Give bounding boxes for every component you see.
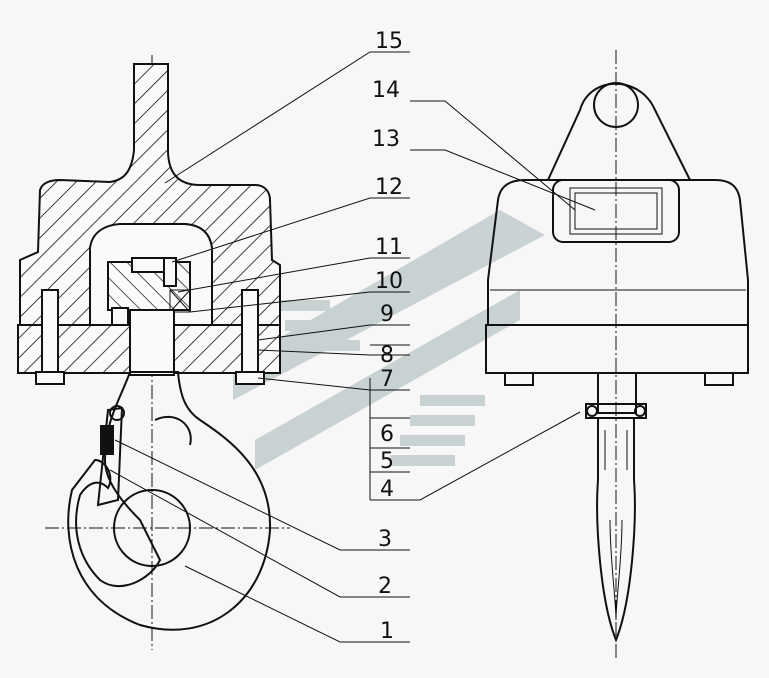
part-label-8: 8 xyxy=(380,343,394,368)
part-label-2: 2 xyxy=(378,574,392,599)
part-label-11: 11 xyxy=(375,235,403,260)
part-label-4: 4 xyxy=(380,477,394,502)
part-label-13: 13 xyxy=(372,127,400,152)
leader-lines xyxy=(109,51,596,643)
part-labels: 15 14 13 12 11 10 9 8 7 6 5 4 3 2 1 xyxy=(372,29,403,644)
part-label-6: 6 xyxy=(380,422,394,447)
right-elevation-view xyxy=(485,50,749,660)
part-label-12: 12 xyxy=(375,175,403,200)
part-label-5: 5 xyxy=(380,449,394,474)
part-label-14: 14 xyxy=(372,78,400,103)
left-section-view xyxy=(17,55,290,650)
part-label-3: 3 xyxy=(378,527,392,552)
part-label-10: 10 xyxy=(375,269,403,294)
part-label-1: 1 xyxy=(380,619,394,644)
part-label-15: 15 xyxy=(375,29,403,54)
part-label-9: 9 xyxy=(380,302,394,327)
part-label-7: 7 xyxy=(380,367,394,392)
